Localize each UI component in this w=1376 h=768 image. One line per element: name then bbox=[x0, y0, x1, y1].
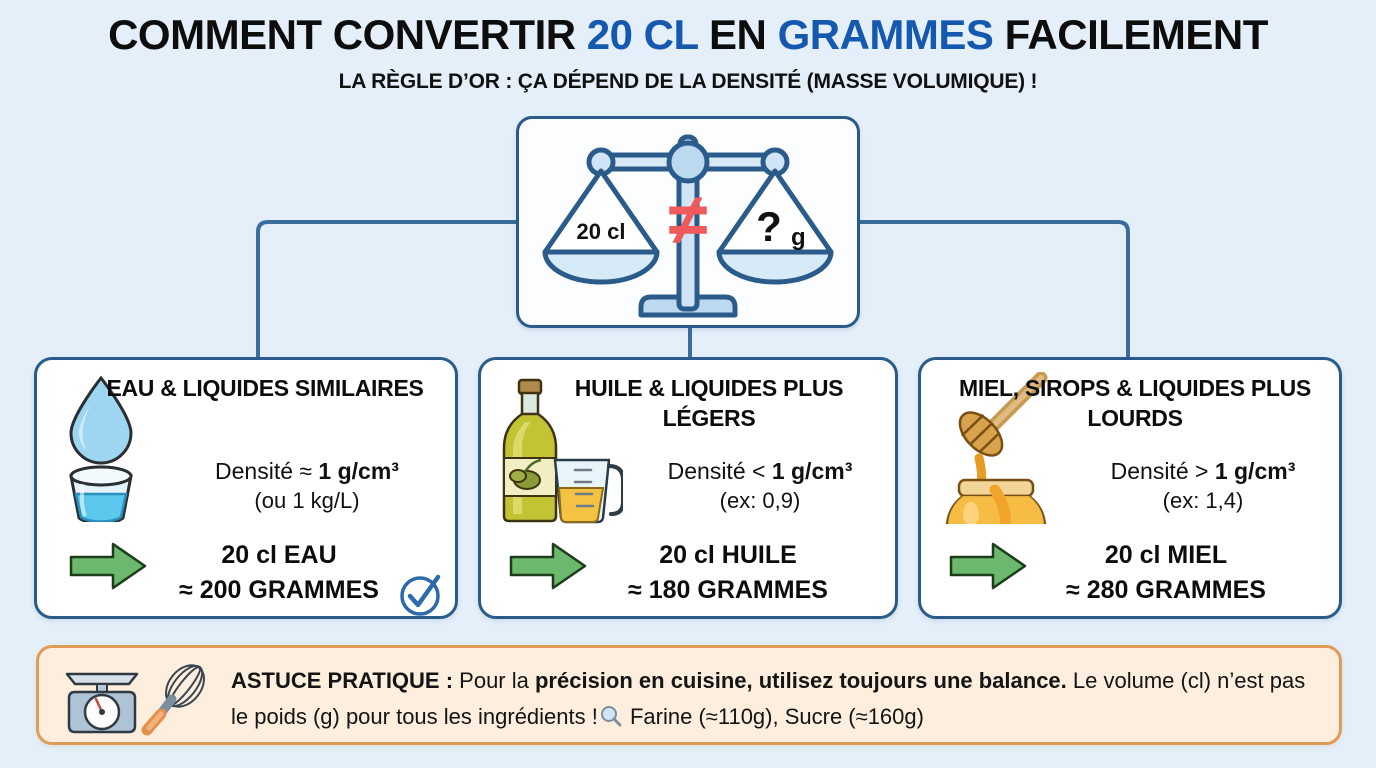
balance-scale-icon: 20 cl ? g ≠ bbox=[542, 134, 834, 318]
tip-text-1: Pour la bbox=[453, 668, 535, 693]
tip-text-3: Farine (≈110g), Sucre (≈160g) bbox=[623, 703, 924, 729]
card-honey: MIEL, SIROPS & LIQUIDES PLUS LOURDS Dens… bbox=[918, 357, 1342, 619]
card-honey-result: 20 cl MIEL ≈ 280 GRAMMES bbox=[921, 538, 1339, 607]
right-pan-unit: g bbox=[791, 224, 806, 251]
card-honey-result-line1: 20 cl MIEL bbox=[1104, 541, 1228, 569]
left-pan-label: 20 cl bbox=[577, 219, 626, 244]
card-oil-density-sub: (ex: 0,9) bbox=[719, 488, 801, 514]
card-honey-title: MIEL, SIROPS & LIQUIDES PLUS LOURDS bbox=[959, 375, 1311, 431]
card-honey-density-label: Densité > bbox=[1110, 458, 1215, 484]
tip-text: ASTUCE PRATIQUE : Pour la précision en c… bbox=[231, 663, 1325, 734]
tip-text-2: Le volume (cl) n’est pas le poids (g) po… bbox=[231, 668, 1306, 729]
tip-banner: ASTUCE PRATIQUE : Pour la précision en c… bbox=[36, 645, 1342, 745]
card-water-density-label: Densité ≈ bbox=[215, 458, 319, 484]
title-segment-2: EN bbox=[697, 11, 778, 58]
card-honey-density: Densité > 1 g/cm³ (ex: 1,4) bbox=[1071, 456, 1335, 515]
card-oil-title: HUILE & LIQUIDES PLUS LÉGERS bbox=[574, 375, 844, 431]
water-drop-and-glass-icon bbox=[69, 375, 133, 522]
left-pan: 20 cl bbox=[542, 168, 660, 285]
page-title: COMMENT CONVERTIR 20 CL EN GRAMMES FACIL… bbox=[0, 0, 1376, 57]
card-oil-density-label: Densité < bbox=[667, 458, 772, 484]
card-honey-density-value: 1 g/cm³ bbox=[1214, 458, 1296, 484]
card-water-density-value: 1 g/cm³ bbox=[318, 458, 399, 484]
green-arrow-icon bbox=[509, 542, 587, 590]
green-arrow-icon bbox=[69, 542, 147, 590]
card-water-result-line1: 20 cl EAU bbox=[221, 541, 337, 569]
card-oil-density-value: 1 g/cm³ bbox=[771, 458, 853, 484]
right-pan-label: ? bbox=[756, 203, 782, 250]
card-water-density: Densité ≈ 1 g/cm³ (ou 1 kg/L) bbox=[167, 456, 447, 515]
card-oil-result: 20 cl HUILE ≈ 180 GRAMMES bbox=[481, 538, 895, 607]
not-equal-icon: ≠ bbox=[668, 180, 708, 260]
card-water-result-line2: ≈ 200 GRAMMES bbox=[179, 575, 379, 604]
card-water-title: EAU & LIQUIDES SIMILAIRES bbox=[106, 375, 424, 401]
right-pan: ? g bbox=[716, 168, 834, 285]
tip-heading: ASTUCE PRATIQUE : bbox=[231, 668, 454, 693]
title-segment-1: COMMENT CONVERTIR bbox=[108, 11, 587, 58]
card-honey-result-line2: ≈ 280 GRAMMES bbox=[1066, 575, 1266, 604]
page-subtitle: LA RÈGLE D’OR : ÇA DÉPEND DE LA DENSITÉ … bbox=[338, 70, 1038, 94]
whisk-icon bbox=[141, 664, 205, 736]
title-segment-3: FACILEMENT bbox=[993, 11, 1269, 58]
card-water: EAU & LIQUIDES SIMILAIRES Densité ≈ 1 g/… bbox=[34, 357, 458, 619]
header: COMMENT CONVERTIR 20 CL EN GRAMMES FACIL… bbox=[0, 0, 1376, 94]
card-water-result: 20 cl EAU ≈ 200 GRAMMES bbox=[37, 538, 455, 607]
card-oil-result-line2: ≈ 180 GRAMMES bbox=[628, 575, 828, 604]
oil-bottle-and-measuring-cup-icon bbox=[502, 378, 623, 524]
card-oil: HUILE & LIQUIDES PLUS LÉGERS Densité < 1… bbox=[478, 357, 898, 619]
tip-bold-1: précision en cuisine, utilisez toujours … bbox=[534, 668, 1067, 693]
balance-scale-card: 20 cl ? g ≠ bbox=[516, 116, 860, 328]
card-oil-result-line1: 20 cl HUILE bbox=[659, 541, 797, 569]
magnifier-icon bbox=[600, 705, 622, 727]
tip-icons-group bbox=[65, 664, 205, 736]
card-honey-density-sub: (ex: 1,4) bbox=[1162, 488, 1244, 514]
check-circle-icon bbox=[400, 574, 441, 616]
card-water-density-sub: (ou 1 kg/L) bbox=[254, 488, 360, 514]
kitchen-scale-icon bbox=[65, 672, 139, 734]
title-accent-20cl: 20 CL bbox=[586, 11, 699, 58]
honey-jar-and-dipper-icon bbox=[945, 372, 1048, 524]
card-oil-density: Densité < 1 g/cm³ (ex: 0,9) bbox=[629, 456, 891, 515]
title-accent-grammes: GRAMMES bbox=[777, 11, 994, 58]
green-arrow-icon bbox=[949, 542, 1027, 590]
